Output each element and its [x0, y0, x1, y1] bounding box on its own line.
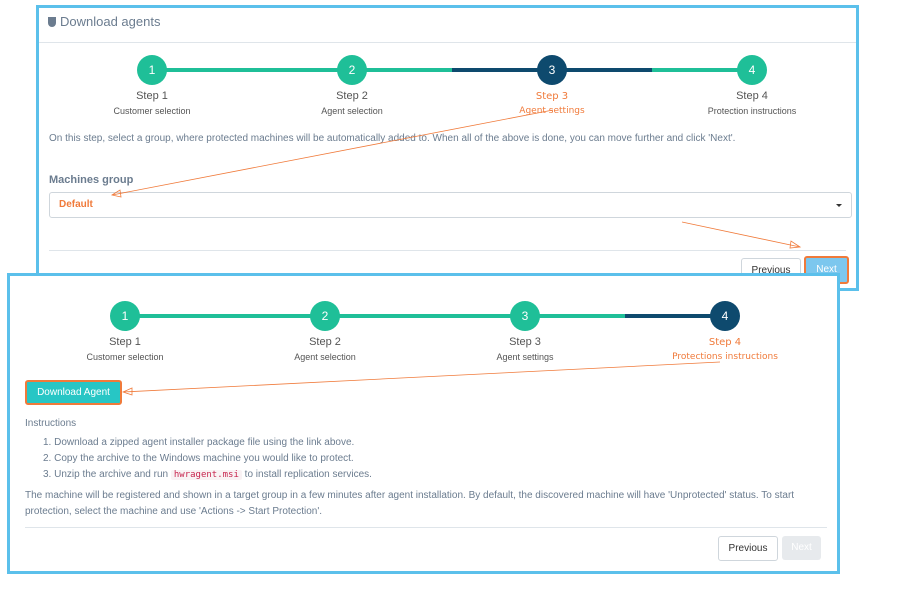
instructions-title: Instructions [25, 418, 77, 429]
previous-button[interactable]: Previous [718, 536, 778, 561]
step-3[interactable]: 3 Step 3 Agent settings [482, 55, 622, 116]
step-1[interactable]: 1 Step 1 Customer selection [55, 301, 195, 362]
step-3-sub: Agent settings [496, 352, 554, 362]
step-4-circle: 4 [710, 301, 740, 331]
stepper-line-complete [152, 68, 452, 72]
shield-icon [48, 17, 56, 27]
step-2-circle: 2 [337, 55, 367, 85]
registration-note: The machine will be registered and shown… [25, 490, 795, 517]
step-2[interactable]: 2 Step 2 Agent selection [255, 301, 395, 362]
step-4-sub: Protections instructions [672, 352, 778, 362]
step-3-circle: 3 [510, 301, 540, 331]
step-1-label: Step 1 [109, 336, 141, 348]
wizard-stepper: 1 Step 1 Customer selection 2 Step 2 Age… [10, 301, 837, 362]
panel-title-text: Download agents [60, 14, 161, 29]
stepper-line-complete [125, 314, 625, 318]
step-1-circle: 1 [110, 301, 140, 331]
download-agents-panel-step4: 1 Step 1 Customer selection 2 Step 2 Age… [7, 273, 840, 574]
stepper-line-remaining [652, 68, 752, 72]
step-1[interactable]: 1 Step 1 Customer selection [82, 55, 222, 116]
step-4[interactable]: 4 Step 4 Protections instructions [655, 301, 795, 362]
instruction-item-1: 1. Download a zipped agent installer pac… [43, 437, 355, 448]
instructions-list: 1. Download a zipped agent installer pac… [43, 435, 372, 483]
footer-divider [25, 527, 827, 528]
step-1-sub: Customer selection [86, 352, 164, 362]
step-2-label: Step 2 [336, 90, 368, 102]
step-4-label: Step 4 [708, 337, 742, 348]
panel-header: Download agents [39, 8, 856, 43]
caret-down-icon [836, 204, 842, 207]
step-4-sub: Protection instructions [707, 106, 797, 116]
step-2-sub: Agent selection [321, 106, 383, 116]
stepper-line-active [625, 314, 725, 318]
machines-group-value: Default [59, 199, 93, 210]
step-1-label: Step 1 [136, 90, 168, 102]
instruction-item-3-pre: 3. Unzip the archive and run [43, 469, 169, 480]
machines-group-select[interactable]: Default [49, 192, 852, 218]
step-2[interactable]: 2 Step 2 Agent selection [282, 55, 422, 116]
step-3[interactable]: 3 Step 3 Agent settings [455, 301, 595, 362]
wizard-stepper: 1 Step 1 Customer selection 2 Step 2 Age… [39, 55, 856, 116]
instruction-item-3-post: to install replication services. [244, 469, 372, 480]
footer-divider [49, 250, 846, 251]
download-agent-button[interactable]: Download Agent [25, 380, 122, 405]
step-3-label: Step 3 [535, 91, 569, 102]
step-1-sub: Customer selection [113, 106, 191, 116]
step-4-label: Step 4 [736, 90, 768, 102]
step-4[interactable]: 4 Step 4 Protection instructions [682, 55, 822, 116]
step-1-circle: 1 [137, 55, 167, 85]
machines-group-label: Machines group [49, 174, 134, 186]
step-2-label: Step 2 [309, 336, 341, 348]
next-button-disabled[interactable]: Next [782, 536, 821, 560]
step-description: On this step, select a group, where prot… [49, 133, 736, 144]
step-3-circle: 3 [537, 55, 567, 85]
step-3-sub: Agent settings [519, 106, 585, 116]
step-4-circle: 4 [737, 55, 767, 85]
panel-title: Download agents [48, 14, 160, 29]
instruction-item-3: 3. Unzip the archive and run hwragent.ms… [43, 467, 372, 483]
installer-filename: hwragent.msi [170, 470, 242, 480]
instruction-item-2: 2. Copy the archive to the Windows machi… [43, 453, 354, 464]
step-2-circle: 2 [310, 301, 340, 331]
step-2-sub: Agent selection [294, 352, 356, 362]
download-agents-panel-step3: Download agents 1 Step 1 Customer select… [36, 5, 859, 291]
step-3-label: Step 3 [509, 336, 541, 348]
